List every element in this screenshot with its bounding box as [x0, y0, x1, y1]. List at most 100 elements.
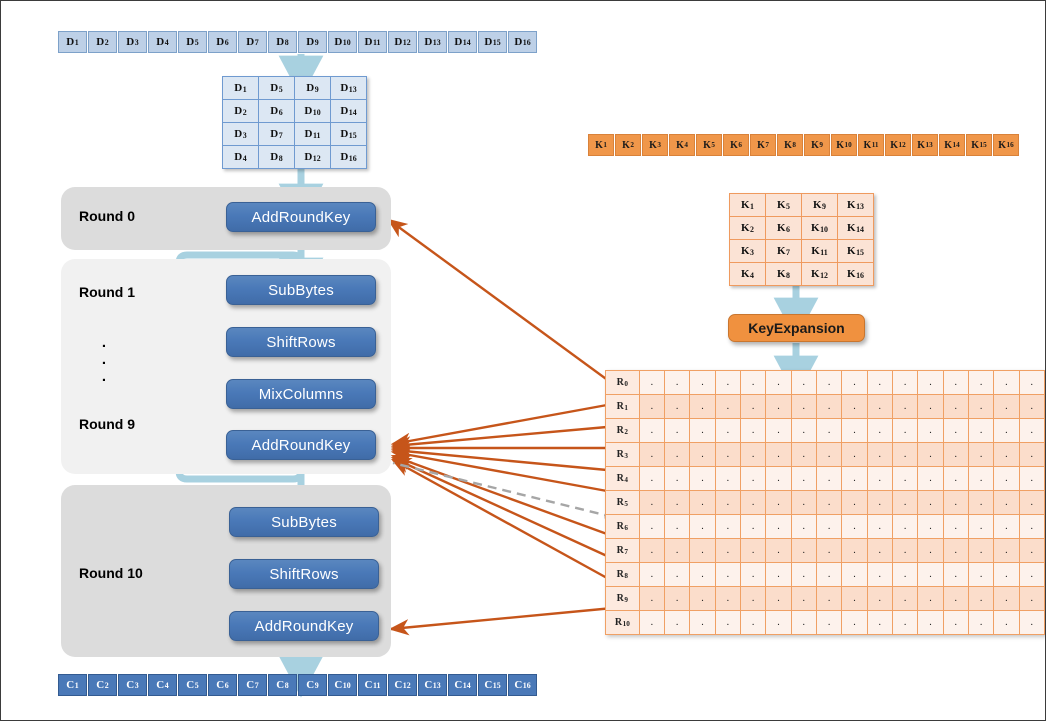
round-key-cell: .: [1018, 418, 1045, 443]
round1to9-mixcolumns[interactable]: MixColumns: [226, 379, 376, 409]
round-key-label-R3: R3: [605, 442, 640, 467]
round-key-cell: .: [714, 490, 741, 515]
round-key-cell: .: [815, 586, 843, 611]
round-key-cell: .: [689, 562, 716, 587]
round-key-cell: .: [638, 370, 666, 395]
round-key-cell: .: [841, 514, 868, 539]
round-key-cell: .: [689, 466, 716, 491]
round-key-cell: .: [765, 442, 792, 467]
round10-subbytes[interactable]: SubBytes: [229, 507, 379, 537]
round-key-label-R7: R7: [605, 538, 640, 563]
round-key-cell: .: [967, 442, 995, 467]
round-key-cell: .: [866, 370, 893, 395]
round-key-cell: .: [841, 418, 868, 443]
round-key-cell: .: [790, 610, 817, 635]
round-key-cell: .: [663, 610, 691, 635]
round-key-cell: .: [917, 466, 944, 491]
round-key-label-R6: R6: [605, 514, 640, 539]
round-key-cell: .: [967, 562, 995, 587]
round-key-label-R5: R5: [605, 490, 640, 515]
round-key-cell: .: [638, 490, 666, 515]
round-key-row: R3................: [605, 442, 1045, 467]
round-key-cell: .: [663, 514, 691, 539]
round0-addroundkey[interactable]: AddRoundKey: [226, 202, 376, 232]
key-expansion-box[interactable]: KeyExpansion: [728, 314, 865, 342]
round-key-cell: .: [841, 394, 868, 419]
round-key-cell: .: [663, 562, 691, 587]
round-key-cell: .: [1018, 370, 1045, 395]
round1to9-subbytes[interactable]: SubBytes: [226, 275, 376, 305]
round-key-cell: .: [739, 370, 767, 395]
round-key-arrows: [387, 218, 614, 636]
round-key-cell: .: [967, 586, 995, 611]
key-matrix-cell-3-1: K8: [765, 262, 802, 286]
round-key-cell: .: [663, 370, 691, 395]
round-key-cell: .: [993, 538, 1020, 563]
round-key-cell: .: [1018, 394, 1045, 419]
round1to9-addroundkey[interactable]: AddRoundKey: [226, 430, 376, 460]
key-matrix-cell-2-1: K7: [765, 239, 802, 263]
round-key-cell: .: [790, 394, 817, 419]
round-key-cell: .: [841, 490, 868, 515]
round1to9-shiftrows[interactable]: ShiftRows: [226, 327, 376, 357]
round-key-cell: .: [815, 442, 843, 467]
round-key-cell: .: [765, 586, 792, 611]
key-matrix-cell-1-1: K6: [765, 216, 802, 240]
round-key-cell: .: [815, 490, 843, 515]
round-key-cell: .: [663, 418, 691, 443]
round-key-cell: .: [841, 610, 868, 635]
round0-label: Round 0: [79, 208, 135, 224]
round-key-cell: .: [917, 562, 944, 587]
state-matrix-cell-2-0: D3: [222, 122, 259, 146]
round-key-cell: .: [993, 466, 1020, 491]
round-key-cell: .: [739, 418, 767, 443]
round-key-cell: .: [917, 394, 944, 419]
round-key-cell: .: [866, 610, 893, 635]
round-key-cell: .: [967, 394, 995, 419]
round-key-cell: .: [765, 394, 792, 419]
key-matrix-cell-1-0: K2: [729, 216, 766, 240]
round10-addroundkey[interactable]: AddRoundKey: [229, 611, 379, 641]
round-key-cell: .: [714, 538, 741, 563]
round-key-cell: .: [967, 466, 995, 491]
round-key-cell: .: [841, 586, 868, 611]
round-key-cell: .: [638, 538, 666, 563]
round-key-cell: .: [765, 538, 792, 563]
key-matrix-cell-2-0: K3: [729, 239, 766, 263]
state-matrix-cell-0-1: D5: [258, 76, 295, 100]
round-key-cell: .: [739, 442, 767, 467]
round-key-cell: .: [739, 610, 767, 635]
state-matrix-cell-3-0: D4: [222, 145, 259, 169]
round-key-cell: .: [739, 514, 767, 539]
round-key-cell: .: [891, 394, 919, 419]
round-key-row: R6................: [605, 514, 1045, 539]
round-key-cell: .: [815, 610, 843, 635]
round-key-cell: .: [739, 490, 767, 515]
round10-shiftrows[interactable]: ShiftRows: [229, 559, 379, 589]
round-key-cell: .: [917, 418, 944, 443]
round-key-cell: .: [993, 586, 1020, 611]
round-key-cell: .: [689, 394, 716, 419]
round-key-cell: .: [663, 442, 691, 467]
round-key-cell: .: [663, 466, 691, 491]
round-key-cell: .: [866, 442, 893, 467]
